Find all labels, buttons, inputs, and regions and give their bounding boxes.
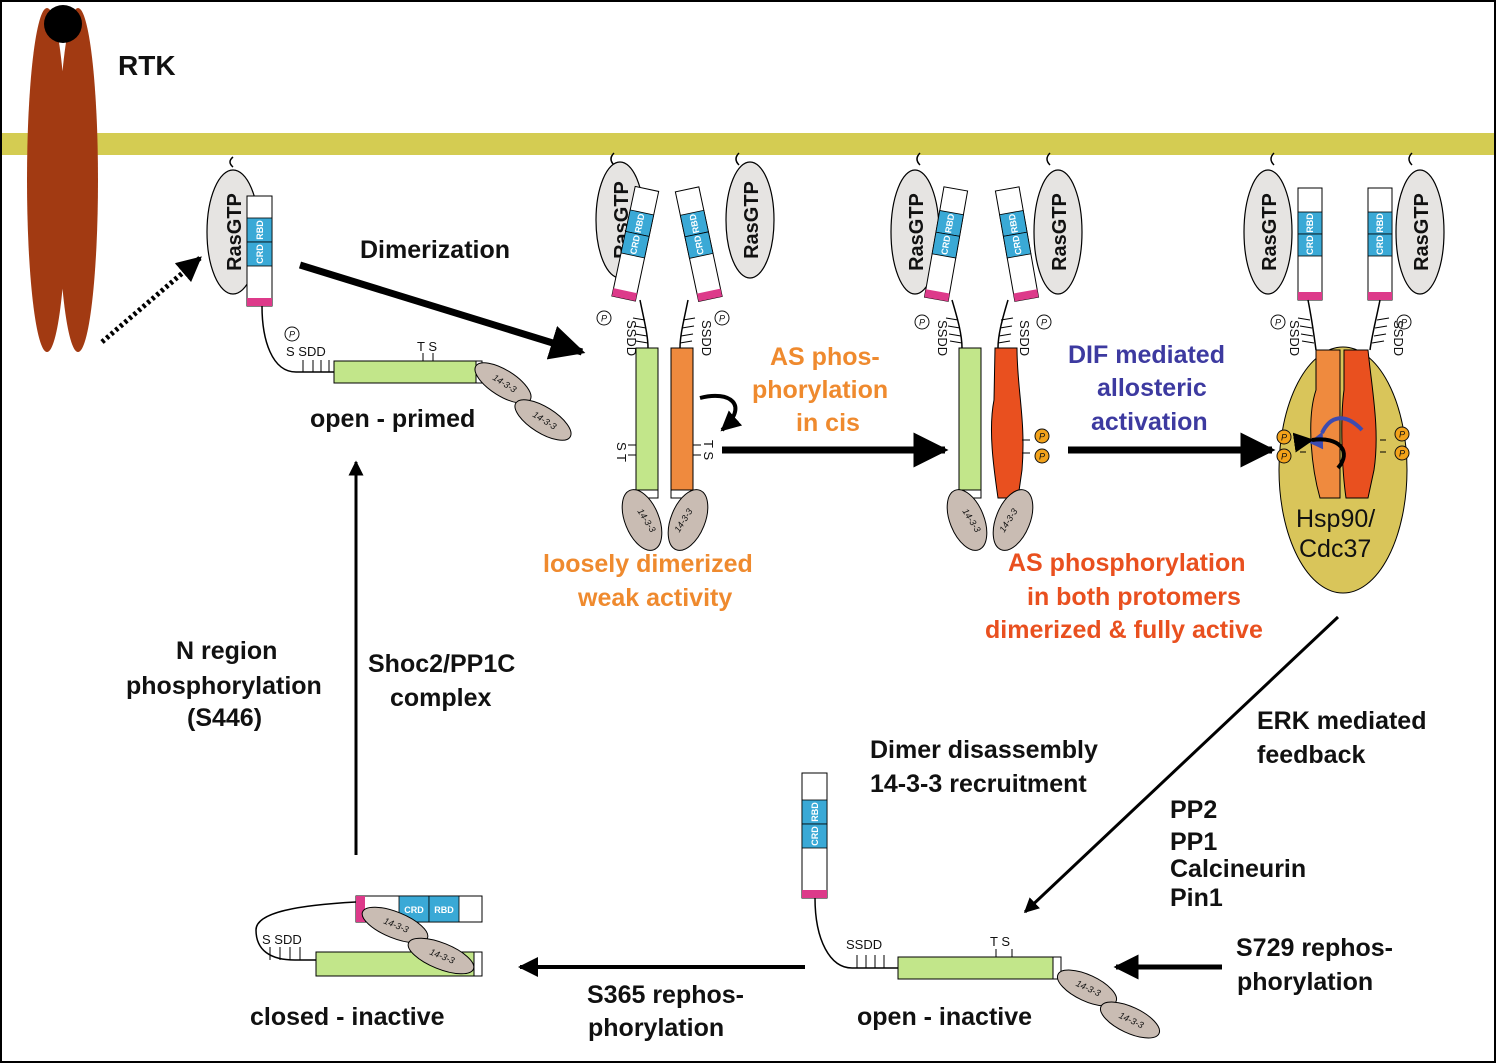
raf-open-primed: RasGTP RBD CRD S SDD T S 14-3-3 14-3-3: [206, 156, 572, 441]
dimerization-arrow: [298, 261, 586, 360]
svg-text:SSDD: SSDD: [846, 937, 882, 952]
raf-open-inactive: RBD CRD SSDD T S 14-3-3 14-3-3: [801, 772, 1161, 1039]
rtk-receptor: [27, 5, 98, 352]
svg-text:RasGTP: RasGTP: [1049, 193, 1071, 271]
svg-text:RasGTP: RasGTP: [1411, 193, 1433, 271]
svg-text:RBD: RBD: [1305, 213, 1315, 233]
dif-label-line1: DIF mediated: [1068, 341, 1225, 369]
as-cis-label-line3: in cis: [796, 409, 860, 437]
s365-label-line2: phorylation: [588, 1014, 724, 1042]
phosphatase-pin1: Pin1: [1170, 884, 1223, 912]
svg-text:RBD: RBD: [810, 802, 820, 822]
n-region-label-line2: phosphorylation: [126, 672, 322, 700]
svg-text:RBD: RBD: [1007, 212, 1020, 233]
as-both-label-line3: dimerized & fully active: [985, 616, 1263, 644]
erk-label-line2: feedback: [1257, 741, 1365, 769]
s729-label-line2: phorylation: [1237, 968, 1373, 996]
svg-text:S SDD: S SDD: [286, 344, 326, 359]
plasma-membrane: [2, 133, 1494, 155]
svg-text:RBD: RBD: [687, 213, 701, 235]
recruitment-label: 14-3-3 recruitment: [870, 770, 1087, 798]
svg-text:CRD: CRD: [1375, 235, 1385, 255]
phosphatase-pp1: PP1: [1170, 828, 1217, 856]
dimer-disassembly-label: Dimer disassembly: [870, 736, 1098, 764]
svg-text:T S: T S: [990, 934, 1010, 949]
svg-text:CRD: CRD: [810, 826, 820, 846]
raf-closed-inactive: S SDD CRD RBD 14-3-3 14-3-3: [255, 895, 483, 977]
dimerization-label: Dimerization: [360, 236, 510, 264]
svg-text:RBD: RBD: [434, 905, 454, 915]
raf-as-phosphorylated-dimer: RasGTP RasGTP RBD CRD RBD CRD SSDD SSD: [890, 152, 1083, 551]
as-cis-label-line1: AS phos-: [770, 343, 880, 371]
weak-activity-label: weak activity: [577, 584, 732, 612]
svg-text:CRD: CRD: [255, 244, 265, 264]
svg-text:CRD: CRD: [939, 234, 952, 255]
svg-text:SSDD: SSDD: [699, 320, 714, 356]
open-inactive-label: open - inactive: [857, 1003, 1032, 1031]
loosely-dimerized-label: loosely dimerized: [543, 550, 753, 578]
phosphatase-calcineurin: Calcineurin: [1170, 855, 1306, 883]
phosphatase-pp2: PP2: [1170, 796, 1217, 824]
hsp90-label-line1: Hsp90/: [1296, 505, 1375, 533]
raf-active-dimer-hsp90: RasGTP RasGTP RBD CRD RBD CRD SSDD SSDD: [1243, 152, 1445, 594]
svg-text:CRD: CRD: [1010, 234, 1023, 255]
closed-inactive-label: closed - inactive: [250, 1003, 445, 1031]
svg-text:SSDD: SSDD: [624, 320, 639, 356]
raf-loose-dimer: RasGTP RasGTP RBD CRD RBD CRD SSDD SSD: [595, 152, 775, 551]
svg-text:SSDD: SSDD: [1287, 320, 1302, 356]
svg-text:RasGTP: RasGTP: [906, 193, 928, 271]
n-region-label-line1: N region: [176, 637, 277, 665]
svg-text:T S: T S: [701, 440, 716, 460]
as-both-label-line1: AS phosphorylation: [1008, 549, 1246, 577]
rtk-activation-arrow: [100, 256, 202, 344]
svg-text:T S: T S: [417, 339, 437, 354]
svg-text:CRD: CRD: [628, 234, 642, 256]
as-both-label-line2: in both protomers: [1027, 583, 1241, 611]
svg-text:S T: S T: [614, 442, 629, 462]
erk-feedback-arrow: [1023, 615, 1340, 914]
erk-label-line1: ERK mediated: [1257, 707, 1426, 735]
svg-text:RBD: RBD: [1375, 213, 1385, 233]
svg-text:RBD: RBD: [255, 220, 265, 240]
rasgtp-label: RasGTP: [224, 193, 246, 271]
rtk-label: RTK: [118, 50, 176, 81]
shoc2-label-line1: Shoc2/PP1C: [368, 650, 515, 678]
dif-label-line2: allosteric: [1097, 374, 1207, 402]
s365-label-line1: S365 rephos-: [587, 981, 744, 1009]
svg-text:RBD: RBD: [943, 212, 956, 233]
dif-label-line3: activation: [1091, 408, 1208, 436]
svg-text:RasGTP: RasGTP: [1259, 193, 1281, 271]
open-primed-label: open - primed: [310, 405, 475, 433]
svg-text:RasGTP: RasGTP: [741, 181, 763, 259]
svg-text:RBD: RBD: [633, 212, 647, 234]
svg-text:SSDD: SSDD: [935, 320, 950, 356]
svg-text:S SDD: S SDD: [262, 932, 302, 947]
s729-label-line1: S729 rephos-: [1236, 934, 1393, 962]
hsp90-label-line2: Cdc37: [1299, 535, 1371, 563]
n-region-label-line3: (S446): [187, 704, 262, 732]
svg-text:CRD: CRD: [692, 234, 706, 256]
shoc2-label-line2: complex: [390, 684, 492, 712]
svg-text:SSDD: SSDD: [1017, 320, 1032, 356]
as-cis-label-line2: phorylation: [752, 376, 888, 404]
svg-text:CRD: CRD: [1305, 235, 1315, 255]
svg-text:CRD: CRD: [404, 905, 424, 915]
